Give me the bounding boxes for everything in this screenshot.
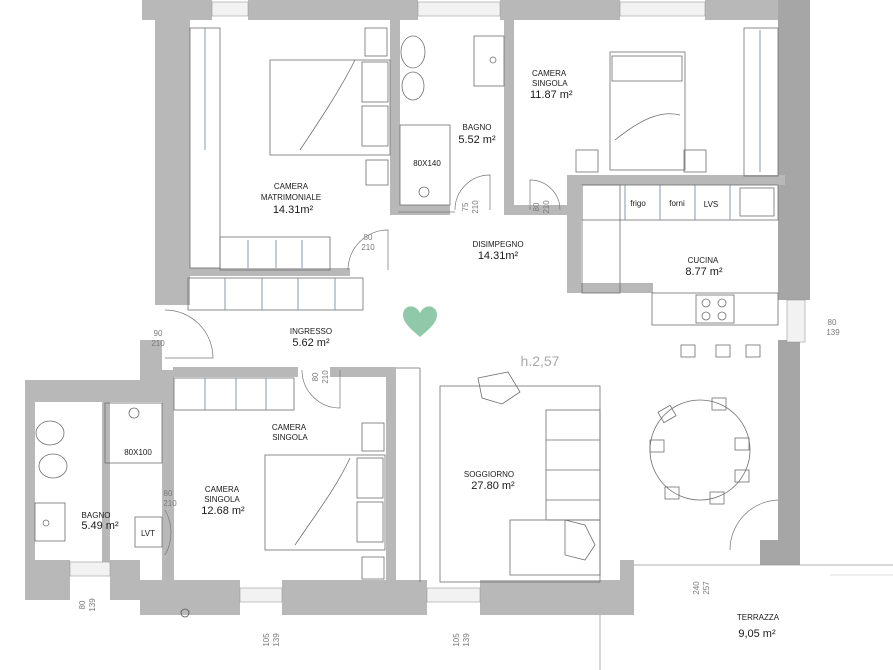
master-bedroom-name-1: CAMERA <box>274 182 309 191</box>
top-bathroom-name: BAGNO <box>463 123 492 132</box>
bottom-bathroom-name: BAGNO <box>82 511 111 520</box>
bottom-single-bedroom-tag-2: SINGOLA <box>272 433 308 442</box>
dim-label: 105 <box>262 633 271 647</box>
hallway-name: DISIMPEGNO <box>472 240 523 249</box>
living-room-area: 27.80 m² <box>471 480 515 492</box>
dim-label: 139 <box>88 598 97 612</box>
dim-label: 210 <box>321 370 330 384</box>
dim-label: 90 <box>154 329 163 338</box>
top-single-bedroom-name-1: CAMERA <box>532 69 567 78</box>
top-single-bedroom-area: 11.87 m² <box>530 89 573 101</box>
bottom-bathroom-area: 5.49 m² <box>81 520 119 532</box>
dim-label: 210 <box>471 200 480 214</box>
bottom-single-bedroom-tag-1: CAMERA <box>272 423 307 432</box>
entrance-furniture <box>187 277 364 311</box>
master-bedroom-name-2: MATRIMONIALE <box>261 193 321 202</box>
dim-label: 80 <box>311 372 320 381</box>
living-room-furniture <box>396 367 751 583</box>
bottom-shower-size: 80X100 <box>124 448 152 457</box>
dim-label: 240 <box>692 581 701 595</box>
bottom-single-bedroom-area: 12.68 m² <box>201 505 245 517</box>
hallway-area: 14.31m² <box>478 250 519 262</box>
terrace-outline <box>599 564 893 670</box>
dim-label: 75 <box>461 202 470 211</box>
washing-machine-label: LVT <box>141 529 155 538</box>
dim-label: 139 <box>826 328 840 337</box>
top-single-bedroom-name-2: SINGOLA <box>532 79 568 88</box>
top-shower-size: 80X140 <box>413 159 441 168</box>
dim-label: 210 <box>151 339 165 348</box>
top-bathroom-area: 5.52 m² <box>458 134 496 146</box>
heart-logo <box>403 306 437 337</box>
bottom-single-bedroom-furniture <box>173 377 386 580</box>
ceiling-height: h.2,57 <box>521 353 560 369</box>
dim-label: 80 <box>364 233 373 242</box>
living-room-name: SOGGIORNO <box>464 470 514 479</box>
walls <box>25 0 810 615</box>
dishwasher-label: LVS <box>704 200 719 209</box>
terrace-area: 9,05 m² <box>738 628 776 640</box>
dim-label: 80 <box>78 600 87 609</box>
dim-label: 210 <box>361 243 375 252</box>
terrace-name: TERRAZZA <box>737 613 780 622</box>
master-bedroom-furniture <box>189 27 391 271</box>
bottom-bathroom-fixtures <box>34 402 163 548</box>
kitchen-furniture <box>581 184 779 358</box>
dim-label: 80 <box>532 202 541 211</box>
dimension-labels: 80 210 75 210 80 210 90 210 80 210 80 21… <box>78 200 840 647</box>
bottom-single-bedroom-name-1: CAMERA <box>205 485 240 494</box>
marker-icon <box>180 608 190 618</box>
dim-label: 139 <box>462 633 471 647</box>
dim-label: 80 <box>828 318 837 327</box>
dim-label: 105 <box>452 633 461 647</box>
doors <box>164 174 779 556</box>
dim-label: 139 <box>272 633 281 647</box>
master-bedroom-area: 14.31m² <box>273 204 314 216</box>
entrance-name: INGRESSO <box>290 327 332 336</box>
dim-label: 80 <box>164 489 173 498</box>
bottom-single-bedroom-name-2: SINGOLA <box>204 495 240 504</box>
dim-label: 210 <box>542 200 551 214</box>
top-single-bedroom-furniture <box>575 27 779 177</box>
top-bathroom-fixtures <box>399 35 505 206</box>
dim-label: 257 <box>702 581 711 595</box>
fridge-label: frigo <box>630 199 646 208</box>
kitchen-area: 8.77 m² <box>685 266 723 278</box>
entrance-area: 5.62 m² <box>292 337 330 349</box>
kitchen-name: CUCINA <box>688 256 719 265</box>
dim-label: 210 <box>163 499 177 508</box>
ovens-label: forni <box>669 199 685 208</box>
